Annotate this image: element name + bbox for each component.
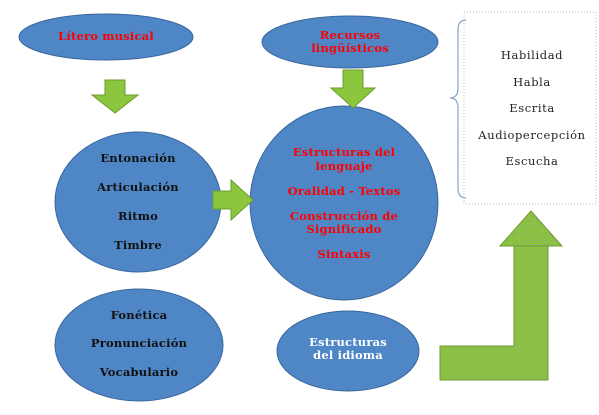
arrow-down-recursos bbox=[329, 69, 377, 109]
node-recursos-linguisticos bbox=[261, 15, 439, 69]
text-estructuras-lenguaje: Estructuras del lenguaje Oralidad - Text… bbox=[287, 145, 401, 262]
node-fonetica bbox=[54, 288, 224, 402]
arrow-bent-up bbox=[439, 210, 564, 381]
text-estructuras-idioma: Estructuras del idioma bbox=[309, 334, 387, 362]
habilidades-item: Habla bbox=[513, 74, 551, 89]
node-estructuras-idioma bbox=[276, 310, 420, 392]
arrow-down-litero bbox=[90, 79, 140, 114]
text-prosodia: Entonación Articulación Ritmo Timbre bbox=[97, 151, 179, 252]
habilidades-item: Audiopercepción bbox=[478, 127, 586, 142]
habilidades-list: Habilidad Habla Escrita Audiopercepción … bbox=[470, 42, 594, 175]
habilidades-item: Habilidad bbox=[500, 48, 564, 62]
text-fonetica: Fonética Pronunciación Vocabulario bbox=[90, 308, 188, 379]
text-litero-musical: Lítero musical bbox=[58, 29, 154, 44]
habilidades-item: Escrita bbox=[509, 101, 555, 116]
habilidades-item: Escucha bbox=[505, 154, 559, 169]
habilidades-brace bbox=[449, 19, 467, 199]
arrow-right-prosodia bbox=[212, 178, 254, 222]
text-recursos-linguisticos: Recursos lingüísticos bbox=[311, 27, 389, 55]
habilidades-box bbox=[463, 11, 597, 205]
node-litero-musical bbox=[18, 13, 194, 61]
